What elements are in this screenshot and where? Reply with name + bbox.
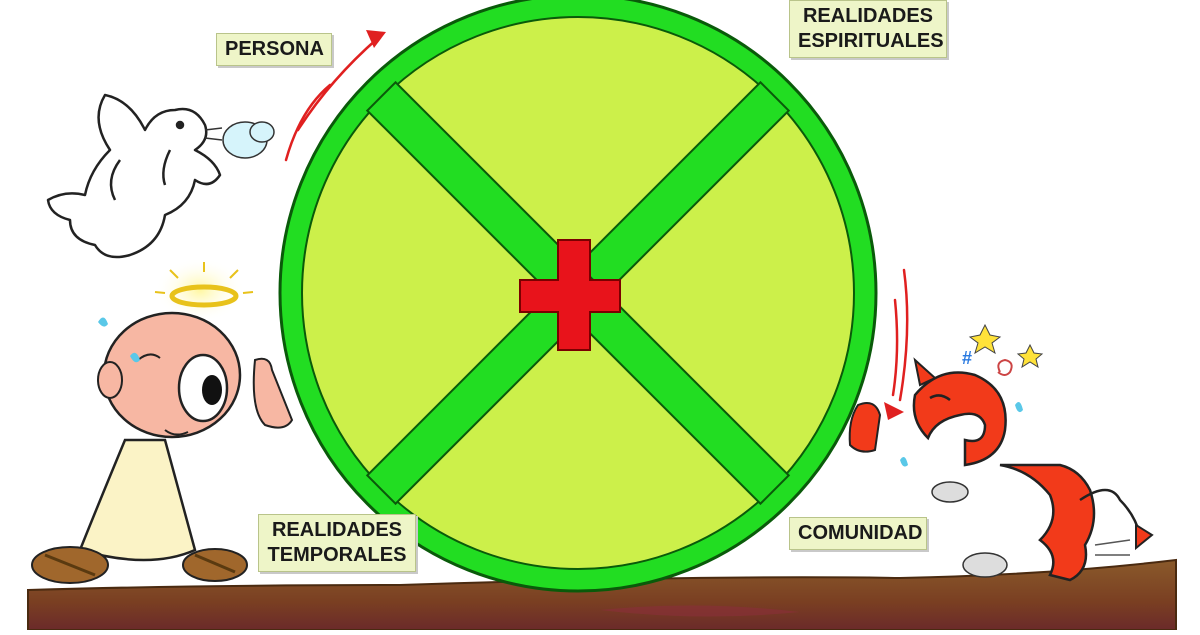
label-realidades-espirituales-line1: REALIDADES	[802, 5, 933, 27]
label-persona-text: PERSONA	[225, 38, 324, 60]
red-cross-icon	[519, 239, 621, 351]
label-realidades-temporales-line1: REALIDADES	[271, 519, 402, 541]
devil-icon: #	[848, 323, 1154, 582]
arrow-trail-right-2	[891, 298, 899, 397]
label-realidades-espirituales: REALIDADES ESPIRITUALES	[789, 0, 947, 58]
label-realidades-temporales-line2: TEMPORALES	[267, 544, 407, 566]
svg-text:#: #	[962, 348, 972, 368]
arrow-trail-right-1	[898, 268, 909, 402]
label-comunidad-text: COMUNIDAD	[798, 522, 923, 544]
motion-arrows	[284, 36, 909, 402]
breath-cloud-icon	[204, 121, 275, 159]
label-persona: PERSONA	[216, 33, 332, 66]
label-realidades-temporales: REALIDADES TEMPORALES	[258, 514, 416, 572]
arrow-head-down-icon	[884, 402, 904, 420]
arrow-trail-left-2	[296, 36, 380, 132]
angel-icon	[31, 258, 294, 584]
halo-icon	[169, 284, 239, 308]
arrow-head-up-icon	[366, 30, 386, 48]
label-realidades-espirituales-line2: ESPIRITUALES	[798, 30, 944, 52]
label-comunidad: COMUNIDAD	[789, 517, 927, 550]
dove-icon	[46, 93, 222, 259]
arrow-trail-left-1	[284, 83, 332, 162]
